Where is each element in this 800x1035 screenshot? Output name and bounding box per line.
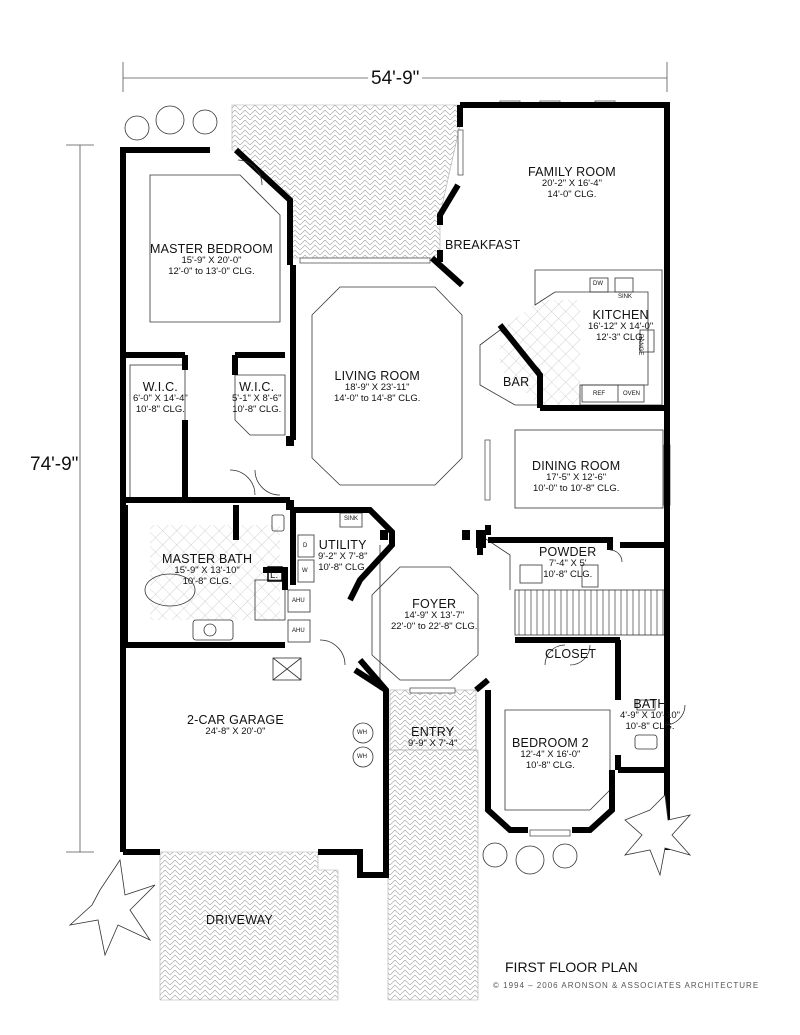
room-ceiling: 10'-8" CLG.: [318, 561, 368, 573]
room-wic-2: W.I.C. 5'-1" X 8'-6" 10'-8" CLG.: [232, 380, 281, 415]
room-ceiling: 10'-8" CLG.: [543, 568, 593, 580]
room-size: 15'-9" X 13'-10": [174, 565, 240, 576]
plan-title: FIRST FLOOR PLAN: [505, 959, 638, 975]
fixture-ahu-1: AHU: [292, 598, 305, 604]
room-breakfast: BREAKFAST: [445, 238, 520, 252]
room-name: BEDROOM 2: [512, 736, 589, 750]
room-size: 7'-4" X 5': [548, 558, 587, 569]
fixture-kitchen-sink: SINK: [618, 294, 633, 300]
room-name: DINING ROOM: [532, 459, 621, 473]
room-size: 6'-0" X 14'-4": [133, 393, 188, 404]
room-ceiling: 10'-8" CLG.: [232, 403, 282, 415]
room-name: FOYER: [412, 597, 457, 611]
room-garage: 2-CAR GARAGE 24'-8" X 20'-0": [187, 713, 284, 738]
room-kitchen: KITCHEN 16'-12" X 14'-0" 12'-3" CLG.: [588, 308, 653, 343]
fixture-water-heater-1: WH: [357, 730, 367, 736]
landscaping: [68, 105, 692, 957]
room-master-bedroom: MASTER BEDROOM 15'-9" X 20'-0" 12'-0" to…: [150, 242, 273, 277]
fixture-linen: L.: [270, 570, 279, 581]
overall-depth-dimension: 74'-9": [30, 452, 79, 478]
room-family-room: FAMILY ROOM 20'-2" X 16'-4" 14'-0" CLG.: [528, 165, 616, 200]
room-name: W.I.C.: [239, 380, 275, 394]
foyer-stair: [514, 589, 666, 636]
room-size: 17'-5" X 12'-6": [546, 472, 607, 483]
fixture-water-heater-2: WH: [357, 754, 367, 760]
room-master-bath: MASTER BATH 15'-9" X 13'-10" 10'-8" CLG.: [162, 552, 252, 587]
room-closet: CLOSET: [545, 647, 596, 661]
room-size: 5'-1" X 8'-6": [232, 393, 282, 404]
room-driveway: DRIVEWAY: [206, 913, 273, 927]
room-size: 9'-2" X 7'-8": [318, 551, 368, 562]
room-size: 24'-8" X 20'-0": [205, 726, 266, 737]
interior-linework: [129, 174, 664, 811]
fixture-ahu-2: AHU: [292, 628, 305, 634]
room-bedroom-2: BEDROOM 2 12'-4" X 16'-0" 10'-8" CLG.: [512, 736, 589, 771]
fixture-utility-sink: SINK: [344, 516, 359, 522]
room-ceiling: 10'-0" to 10'-8" CLG.: [532, 482, 620, 494]
room-size: 14'-9" X 13'-7": [404, 610, 465, 621]
room-ceiling: 10'-8" CLG.: [135, 403, 185, 415]
room-size: 15'-9" X 20'-0": [181, 255, 242, 266]
room-name: BAR: [503, 375, 530, 389]
room-size: 9'-9" X 7'-4": [408, 738, 458, 749]
fixture-range: RANGE: [637, 334, 643, 356]
room-name: DRIVEWAY: [206, 913, 273, 927]
fixture-refrigerator: REF: [593, 391, 605, 397]
room-ceiling: 22'-0" to 22'-8" CLG.: [391, 620, 478, 632]
room-name: LIVING ROOM: [334, 369, 420, 383]
room-living-room: LIVING ROOM 18'-9" X 23'-11" 14'-0" to 1…: [334, 369, 420, 404]
copyright-note: © 1994 – 2006 ARONSON & ASSOCIATES ARCHI…: [493, 981, 760, 990]
room-wic-1: W.I.C. 6'-0" X 14'-4" 10'-8" CLG.: [133, 380, 188, 415]
room-utility: UTILITY 9'-2" X 7'-8" 10'-8" CLG.: [318, 538, 367, 573]
room-size: 4'-9" X 10'-10": [620, 710, 681, 721]
room-name: MASTER BATH: [162, 552, 253, 566]
fixture-dishwasher: DW: [593, 281, 603, 287]
room-ceiling: 10'-8" CLG.: [525, 759, 575, 771]
room-size: 16'-12" X 14'-0": [588, 321, 654, 332]
fixture-oven: OVEN: [623, 391, 641, 397]
room-name: ENTRY: [411, 725, 455, 739]
front-walk-paving: [387, 749, 479, 1001]
room-ceiling: 10'-8" CLG.: [625, 720, 675, 732]
walls: [120, 102, 670, 878]
room-name: BREAKFAST: [445, 238, 521, 252]
columns: [267, 436, 486, 582]
master-bath-tile: [150, 525, 280, 620]
room-name: POWDER: [539, 545, 597, 559]
room-name: 2-CAR GARAGE: [187, 713, 284, 727]
room-size: 18'-9" X 23'-11": [344, 382, 410, 393]
room-name: UTILITY: [318, 538, 367, 552]
room-name: W.I.C.: [142, 380, 178, 394]
entry-paving: [389, 689, 477, 751]
room-ceiling: 14'-0" to 14'-8" CLG.: [334, 392, 421, 404]
room-ceiling: 14'-0" CLG.: [547, 188, 597, 200]
room-name: CLOSET: [545, 647, 597, 661]
fixture-washer: W: [302, 568, 308, 574]
room-ceiling: 10'-8" CLG.: [182, 575, 232, 587]
room-name: BATH: [633, 697, 667, 711]
room-entry: ENTRY 9'-9" X 7'-4": [408, 725, 457, 750]
room-size: 12'-4" X 16'-0": [520, 749, 581, 760]
room-ceiling: 12'-0" to 13'-0" CLG.: [168, 265, 255, 277]
kitchen-tile: [500, 300, 580, 405]
room-bar: BAR: [503, 375, 529, 389]
room-foyer: FOYER 14'-9" X 13'-7" 22'-0" to 22'-8" C…: [391, 597, 477, 632]
room-dining-room: DINING ROOM 17'-5" X 12'-6" 10'-0" to 10…: [532, 459, 620, 494]
room-name: FAMILY ROOM: [528, 165, 616, 179]
doors: [229, 159, 686, 726]
room-powder: POWDER 7'-4" X 5' 10'-8" CLG.: [539, 545, 596, 580]
room-name: MASTER BEDROOM: [150, 242, 273, 256]
overall-width-dimension: 54'-9": [368, 68, 423, 90]
room-ceiling: 12'-3" CLG.: [596, 331, 646, 343]
room-size: 20'-2" X 16'-4": [541, 178, 602, 189]
fixture-dryer: D: [303, 543, 308, 549]
room-bath: BATH 4'-9" X 10'-10" 10'-8" CLG.: [620, 697, 680, 732]
room-name: KITCHEN: [592, 308, 649, 322]
